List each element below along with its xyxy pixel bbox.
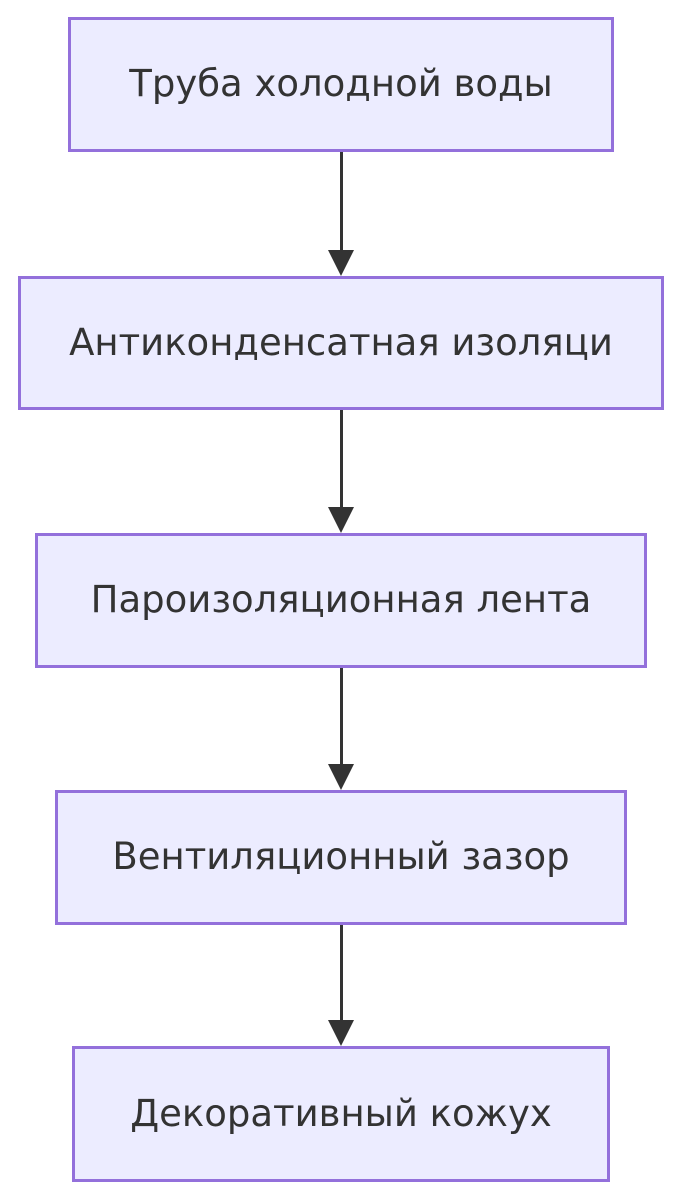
arrow-down-icon [328,250,354,276]
node-anti-condensation-insulation: Антиконденсатная изоляци [18,276,664,410]
edge-line [339,668,343,768]
edge-gap-to-casing [328,925,354,1046]
node-ventilation-gap: Вентиляционный зазор [55,790,627,925]
arrow-down-icon [328,1020,354,1046]
edge-tape-to-gap [328,668,354,790]
node-decorative-casing: Декоративный кожух [72,1046,610,1182]
node-cold-water-pipe: Труба холодной воды [68,17,614,152]
node-label: Вентиляционный зазор [112,835,570,879]
edge-pipe-to-insulation [328,152,354,276]
node-vapor-barrier-tape: Пароизоляционная лента [35,533,647,668]
node-label: Декоративный кожух [130,1091,552,1135]
edge-line [339,925,343,1024]
node-label: Труба холодной воды [129,62,553,106]
arrow-down-icon [328,764,354,790]
edge-insulation-to-tape [328,410,354,533]
node-label: Пароизоляционная лента [90,578,592,622]
node-label: Антиконденсатная изоляци [69,320,613,364]
edge-line [339,410,343,511]
edge-line [339,152,343,254]
arrow-down-icon [328,507,354,533]
